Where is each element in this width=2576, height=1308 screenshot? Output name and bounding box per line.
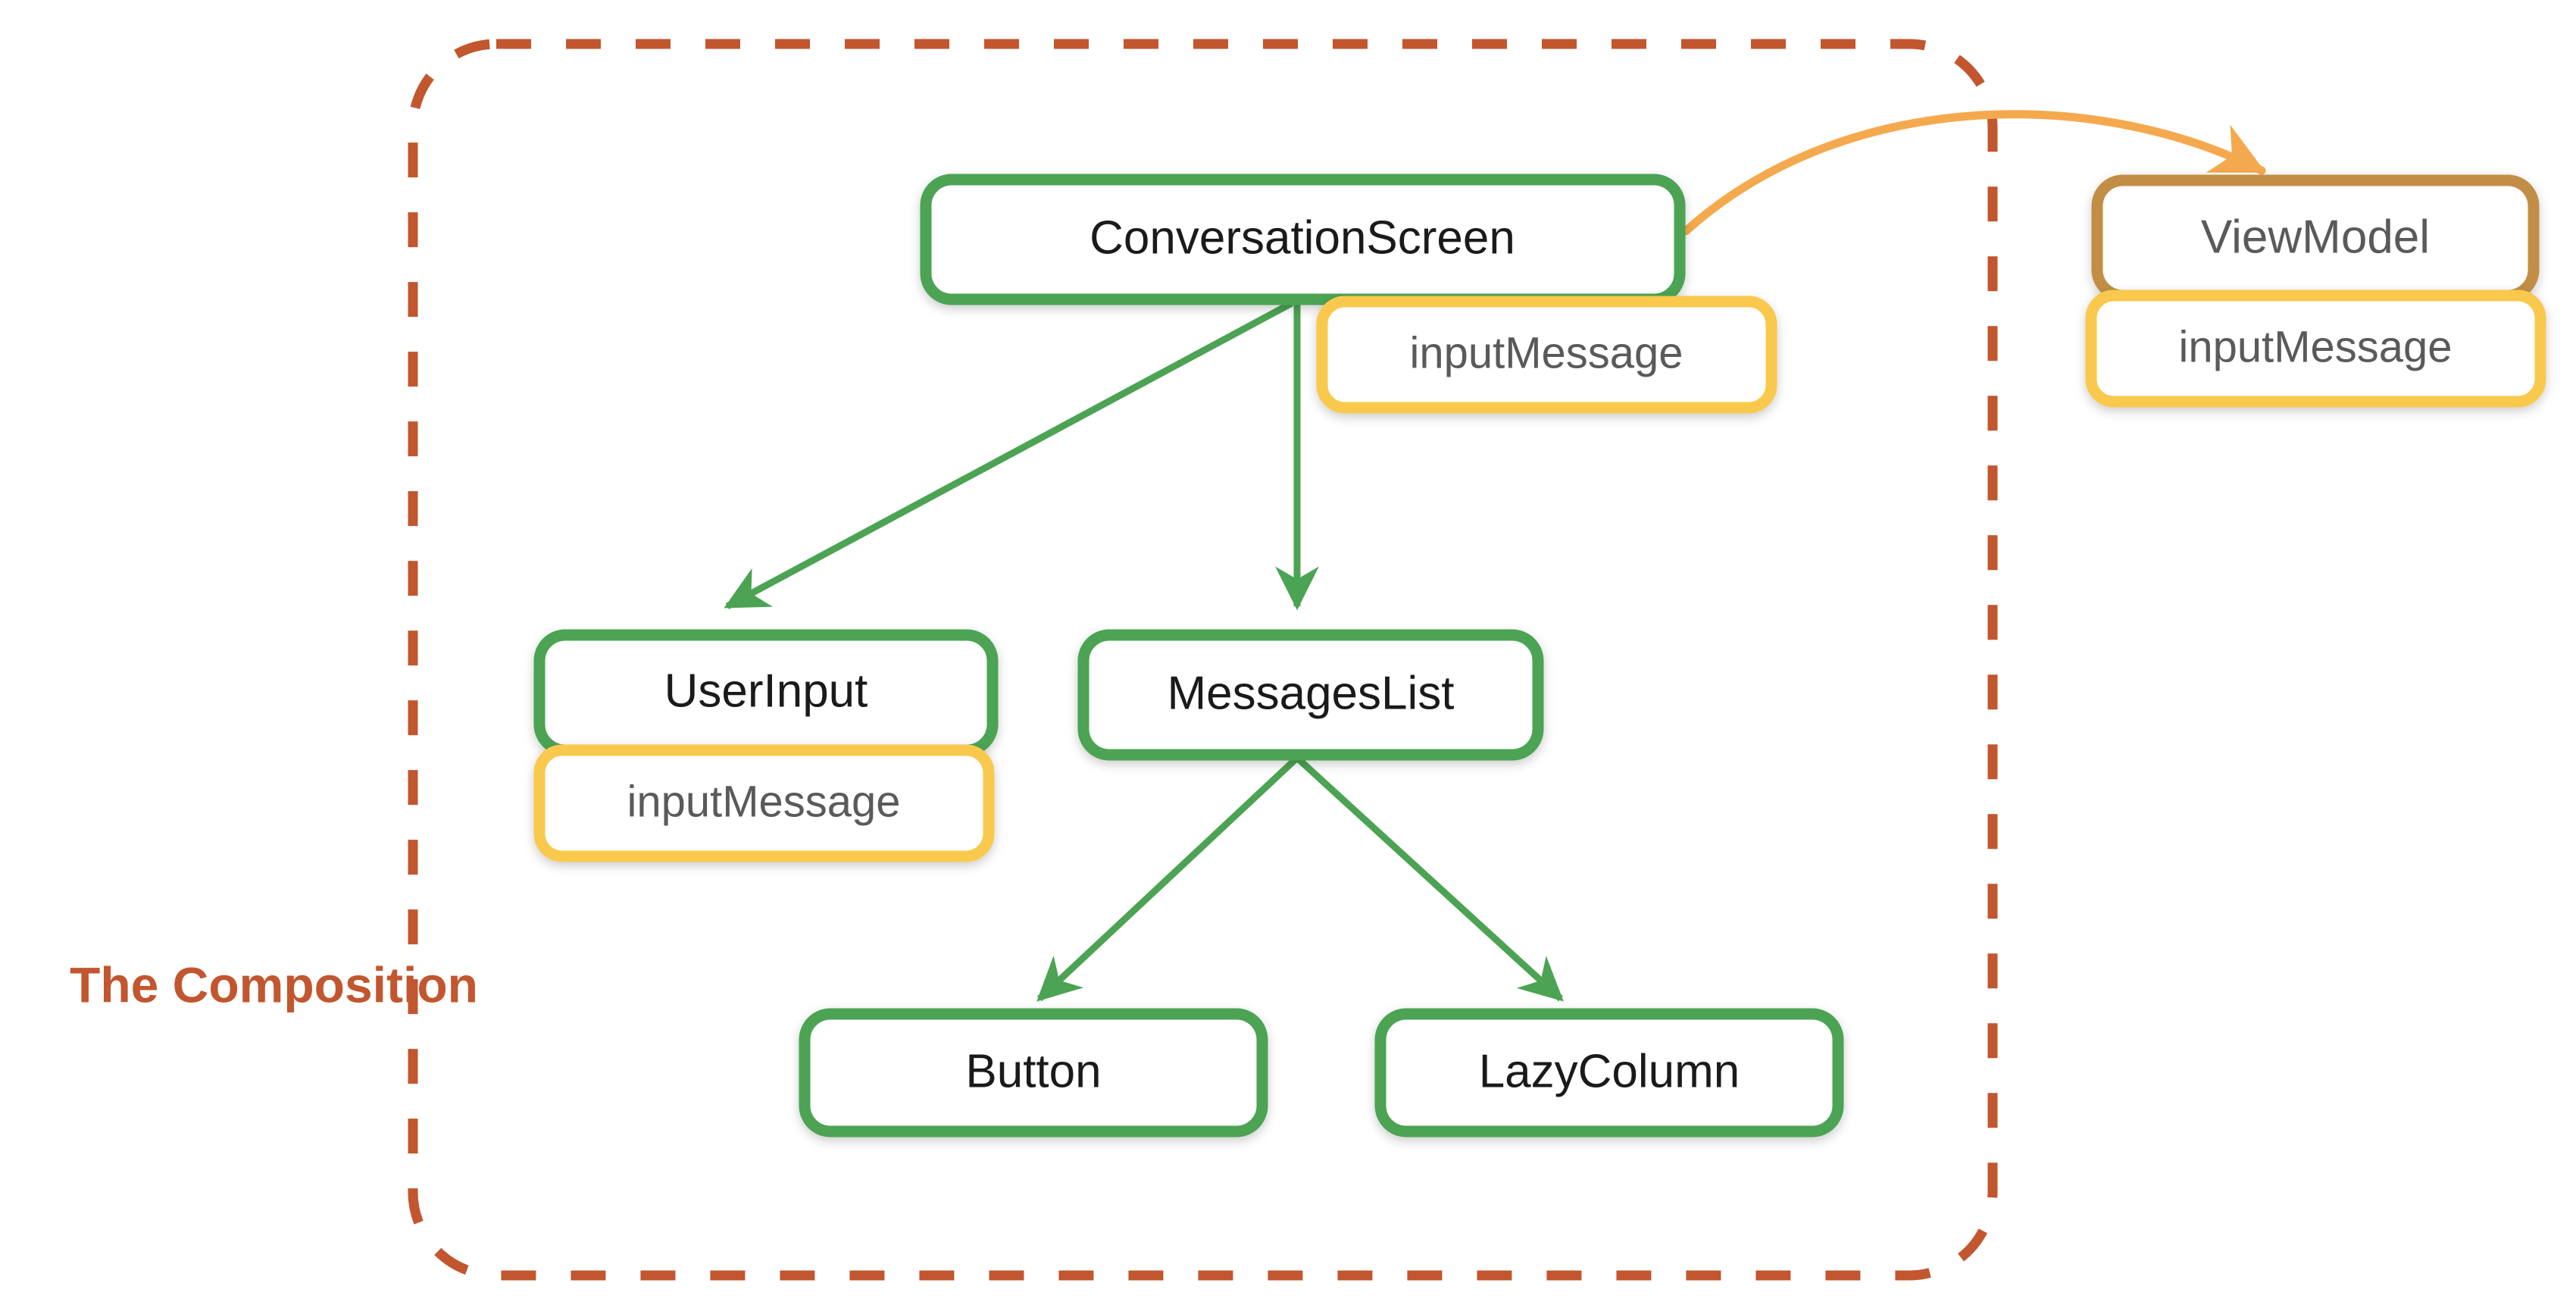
lazy-column-box[interactable] bbox=[1374, 1008, 1844, 1137]
view-model-label: ViewModel bbox=[2201, 211, 2430, 263]
edge-conversation-to-viewmodel bbox=[1681, 110, 2266, 236]
composition-boundary bbox=[408, 39, 1998, 1281]
node-user-input-state[interactable]: inputMessage bbox=[533, 744, 995, 862]
node-lazy-column[interactable]: LazyColumn bbox=[1374, 1008, 1844, 1137]
node-view-model-state[interactable]: inputMessage bbox=[2085, 289, 2546, 408]
messages-list-box[interactable] bbox=[1077, 629, 1544, 761]
lazy-column-label: LazyColumn bbox=[1479, 1045, 1740, 1097]
node-user-input[interactable]: UserInput bbox=[533, 629, 999, 756]
button-label: Button bbox=[965, 1045, 1101, 1097]
conversation-screen-state-label: inputMessage bbox=[1409, 328, 1683, 377]
composition-caption: The Composition bbox=[70, 956, 478, 1012]
node-conversation-screen-state[interactable]: inputMessage bbox=[1316, 296, 1777, 414]
node-messages-list[interactable]: MessagesList bbox=[1077, 629, 1544, 761]
view-model-state-box[interactable] bbox=[2085, 289, 2546, 408]
node-conversation-screen[interactable]: ConversationScreen bbox=[920, 174, 1686, 305]
edge-messageslist-to-button bbox=[1036, 755, 1300, 1002]
conversation-screen-state-box[interactable] bbox=[1316, 296, 1777, 414]
messages-list-label: MessagesList bbox=[1167, 667, 1454, 719]
node-view-model[interactable]: ViewModel bbox=[2091, 174, 2540, 302]
conversation-screen-box[interactable] bbox=[920, 174, 1686, 305]
node-button[interactable]: Button bbox=[799, 1008, 1268, 1137]
button-box[interactable] bbox=[799, 1008, 1268, 1137]
user-input-state-label: inputMessage bbox=[627, 777, 900, 826]
view-model-state-label: inputMessage bbox=[2178, 322, 2452, 371]
edge-messageslist-to-lazycolumn bbox=[1294, 755, 1564, 1002]
edge-conversation-to-userinput bbox=[724, 300, 1294, 609]
user-input-state-box[interactable] bbox=[533, 744, 995, 862]
user-input-label: UserInput bbox=[664, 665, 868, 717]
conversation-screen-label: ConversationScreen bbox=[1089, 211, 1515, 264]
